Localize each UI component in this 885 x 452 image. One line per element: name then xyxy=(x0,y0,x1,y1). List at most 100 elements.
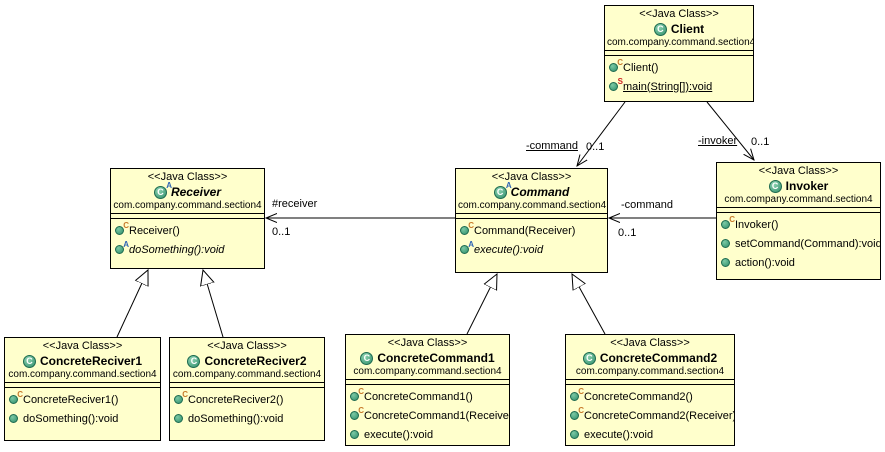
member-row: doSomething():void xyxy=(174,409,320,428)
methods-compartment: C Receiver() A doSomething():void xyxy=(111,219,264,268)
class-icon: C xyxy=(653,22,667,36)
class-name: ConcreteReciver1 xyxy=(39,354,143,368)
member-label: execute():void xyxy=(474,243,544,256)
member-row: setCommand(Command):void xyxy=(721,234,880,253)
class-title: <<Java Class>> C ConcreteReciver1 com.co… xyxy=(5,338,160,383)
class-icon: C xyxy=(22,354,36,368)
abstract-method-icon: A xyxy=(115,241,129,254)
class-box-concretecommand1[interactable]: <<Java Class>> C ConcreteCommand1 com.co… xyxy=(345,334,510,446)
member-row: C Command(Receiver) xyxy=(460,221,603,240)
member-row: execute():void xyxy=(350,425,505,444)
association-client-invoker xyxy=(706,101,754,160)
constructor-icon: C xyxy=(9,391,23,404)
attributes-compartment xyxy=(5,383,160,388)
class-name: Receiver xyxy=(170,185,222,199)
member-label: Invoker() xyxy=(735,218,779,231)
member-label: ConcreteCommand2() xyxy=(584,390,693,403)
class-box-invoker[interactable]: <<Java Class>> C Invoker com.company.com… xyxy=(716,162,881,280)
member-label: ConcreteCommand1(Receiver) xyxy=(364,409,510,422)
multiplicity-label-command-receiver: 0..1 xyxy=(272,226,291,238)
package-label: com.company.command.section4 xyxy=(724,194,873,205)
member-label: doSomething():void xyxy=(129,243,225,256)
constructor-icon: C xyxy=(115,222,129,235)
constructor-icon: C xyxy=(570,388,584,401)
member-row: C ConcreteCommand1() xyxy=(350,387,505,406)
class-title: <<Java Class>> C ConcreteCommand1 com.co… xyxy=(346,335,509,380)
attributes-compartment xyxy=(566,380,734,385)
class-title: <<Java Class>> C Invoker com.company.com… xyxy=(717,163,880,208)
member-row: C Client() xyxy=(609,58,749,77)
abstract-marker: A xyxy=(505,180,512,190)
constructor-icon: C xyxy=(350,388,364,401)
member-row: C Receiver() xyxy=(115,221,260,240)
member-label: Client() xyxy=(623,61,659,74)
abstract-marker: A xyxy=(166,180,172,190)
class-name: Invoker xyxy=(785,179,829,193)
member-label: Command(Receiver) xyxy=(474,224,576,237)
package-label: com.company.command.section4 xyxy=(607,37,754,48)
member-label: execute():void xyxy=(584,428,654,441)
multiplicity-label-client-command: 0..1 xyxy=(586,141,605,153)
constructor-icon: C xyxy=(350,407,364,420)
stereotype-label: <<Java Class>> xyxy=(387,337,468,349)
package-label: com.company.command.section4 xyxy=(8,369,157,380)
methods-compartment: C ConcreteCommand1() C ConcreteCommand1(… xyxy=(346,385,510,445)
association-label-invoker-command: -command xyxy=(621,199,673,211)
constructor-icon: C xyxy=(609,59,623,72)
member-row: A execute():void xyxy=(460,240,603,259)
class-box-concretereciver2[interactable]: <<Java Class>> C ConcreteReciver2 com.co… xyxy=(169,337,325,441)
package-label: com.company.command.section4 xyxy=(575,366,725,377)
stereotype-label: <<Java Class>> xyxy=(610,337,690,349)
static-method-icon: S xyxy=(609,78,623,91)
member-label: ConcreteReciver2() xyxy=(188,393,284,406)
multiplicity-label-invoker-command: 0..1 xyxy=(618,227,637,239)
constructor-marker: C xyxy=(578,406,584,415)
constructor-marker: C xyxy=(358,406,364,415)
member-label: action():void xyxy=(735,256,795,269)
class-box-receiver[interactable]: <<Java Class>> C A Receiver com.company.… xyxy=(110,168,265,269)
member-row: action():void xyxy=(721,253,876,272)
member-label: setCommand(Command):void xyxy=(735,237,881,250)
abstract-method-icon: A xyxy=(460,241,474,254)
stereotype-label: <<Java Class>> xyxy=(639,8,719,20)
stereotype-label: <<Java Class>> xyxy=(491,171,572,183)
abstract-class-icon: C A xyxy=(493,181,512,199)
member-label: doSomething():void xyxy=(188,412,284,425)
class-icon: C xyxy=(360,351,374,365)
member-row: S main(String[]):void xyxy=(609,77,749,96)
constructor-icon: C xyxy=(570,407,584,420)
constructor-marker: C xyxy=(578,387,584,396)
constructor-icon: C xyxy=(721,216,735,229)
class-title: <<Java Class>> C ConcreteCommand2 com.co… xyxy=(566,335,734,380)
generalization-concretereciver1-receiver xyxy=(116,270,148,338)
methods-compartment: C ConcreteReciver1() doSomething():void xyxy=(5,388,160,440)
class-name: Command xyxy=(510,185,570,199)
public-method-icon xyxy=(721,258,730,267)
class-box-client[interactable]: <<Java Class>> C Client com.company.comm… xyxy=(604,5,754,102)
member-label: execute():void xyxy=(364,428,434,441)
constructor-marker: C xyxy=(358,387,364,396)
constructor-marker: C xyxy=(468,221,474,230)
public-method-icon xyxy=(570,430,579,439)
abstract-marker: A xyxy=(468,240,474,249)
member-label: main(String[]):void xyxy=(623,80,713,93)
static-marker: S xyxy=(617,77,623,86)
member-row: C ConcreteReciver2() xyxy=(174,390,320,409)
member-label: ConcreteReciver1() xyxy=(23,393,119,406)
class-box-concretereciver1[interactable]: <<Java Class>> C ConcreteReciver1 com.co… xyxy=(4,337,161,441)
class-title: <<Java Class>> C A Command com.company.c… xyxy=(456,169,607,214)
multiplicity-label-client-invoker: 0..1 xyxy=(751,136,770,148)
class-icon: C xyxy=(582,351,596,365)
member-row: C ConcreteCommand2(Receiver) xyxy=(570,406,734,425)
stereotype-label: <<Java Class>> xyxy=(758,165,839,177)
public-method-icon xyxy=(721,239,730,248)
attributes-compartment xyxy=(111,214,264,219)
class-name: ConcreteReciver2 xyxy=(204,354,307,368)
association-client-command xyxy=(577,101,626,166)
attributes-compartment xyxy=(717,208,880,213)
class-box-concretecommand2[interactable]: <<Java Class>> C ConcreteCommand2 com.co… xyxy=(565,334,735,446)
generalization-concretereciver2-receiver xyxy=(203,270,224,338)
stereotype-label: <<Java Class>> xyxy=(42,340,123,352)
class-box-command[interactable]: <<Java Class>> C A Command com.company.c… xyxy=(455,168,608,273)
constructor-marker: C xyxy=(617,58,623,67)
